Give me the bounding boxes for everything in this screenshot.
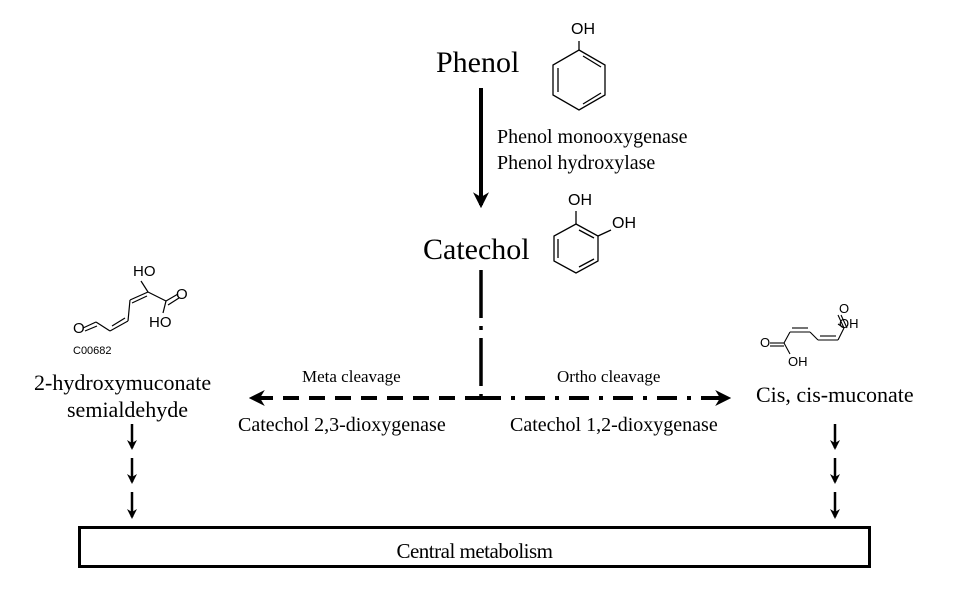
enzyme-catechol-12-dioxygenase: Catechol 1,2-dioxygenase	[510, 414, 718, 436]
catechol-label: Catechol	[423, 233, 530, 266]
hms-kegg-id: C00682	[73, 345, 112, 357]
hms-label-line1: 2-hydroxymuconate	[34, 370, 212, 395]
catechol-oh1-label: OH	[568, 192, 592, 209]
muconate-oh-left-label: OH	[788, 354, 808, 369]
central-metabolism-label: Central metabolism	[396, 539, 553, 563]
hms-ho-bottom-label: HO	[149, 314, 172, 331]
central-metabolism-box: Central metabolism	[78, 526, 871, 568]
phenol-structure	[552, 41, 606, 111]
muconate-label: Cis, cis-muconate	[756, 382, 914, 407]
hms-ho-top-label: HO	[133, 263, 156, 280]
hms-structure	[82, 280, 180, 332]
phenol-label: Phenol	[436, 46, 520, 79]
catechol-structure	[553, 211, 612, 274]
catechol-oh2-label: OH	[612, 215, 636, 232]
phenol-oh-label: OH	[571, 21, 595, 38]
muconate-o-left-label: O	[760, 335, 771, 350]
enzyme-phenol-hydroxylase: Phenol hydroxylase	[497, 152, 656, 174]
enzyme-phenol-monooxygenase: Phenol monooxygenase	[497, 126, 688, 148]
muconate-o-right-label: O	[839, 301, 850, 316]
hms-o-acid-label: O	[176, 286, 188, 303]
meta-cleavage-label: Meta cleavage	[302, 367, 401, 386]
enzyme-catechol-23-dioxygenase: Catechol 2,3-dioxygenase	[238, 414, 446, 436]
ortho-cleavage-label: Ortho cleavage	[557, 367, 661, 386]
muconate-structure	[770, 314, 848, 355]
hms-label-line2: semialdehyde	[67, 397, 188, 422]
hms-o-aldehyde-label: O	[73, 320, 85, 337]
